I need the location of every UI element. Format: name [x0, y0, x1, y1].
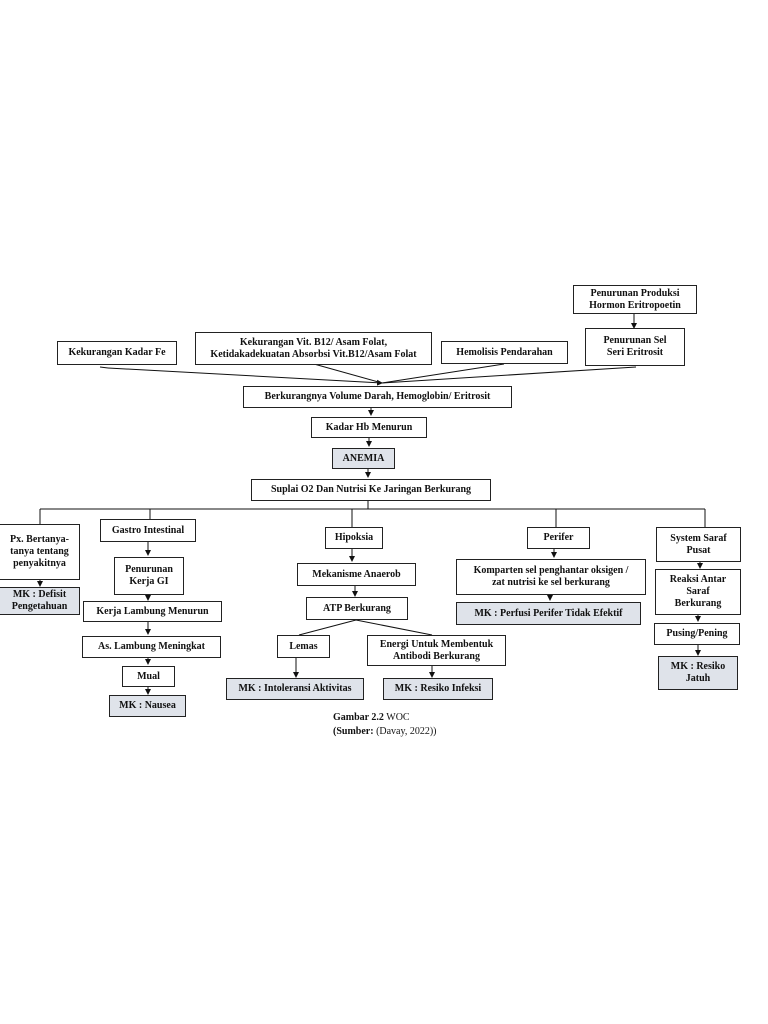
node-reaksi: Reaksi Antar Saraf Berkurang [655, 569, 741, 615]
node-penurunan-sel: Penurunan Sel Seri Eritrosit [585, 328, 685, 366]
node-mk-resiko-jatuh: MK : Resiko Jatuh [658, 656, 738, 690]
node-penurunan-produksi: Penurunan Produksi Hormon Eritropoetin [573, 285, 697, 314]
node-mekanisme: Mekanisme Anaerob [297, 563, 416, 586]
node-mk-resiko-infeksi: MK : Resiko Infeksi [383, 678, 493, 700]
atp-to-lemas [298, 619, 357, 636]
node-mual: Mual [122, 666, 175, 687]
caption-source: (Davay, 2022)) [373, 725, 437, 737]
caption-figure-number: Gambar 2.2 [333, 712, 384, 723]
node-penurunan-kerja-gi: Penurunan Kerja GI [114, 557, 184, 595]
line-fe [99, 366, 109, 369]
figure-caption: Gambar 2.2 WOC (Sumber: (Davay, 2022)) [333, 711, 437, 738]
node-kadar-hb: Kadar Hb Menurun [311, 417, 427, 438]
node-mk-defisit: MK : Defisit Pengetahuan [0, 587, 80, 615]
node-lemas: Lemas [277, 635, 330, 658]
node-perifer: Perifer [527, 527, 590, 549]
caption-source-label: (Sumber: [333, 725, 374, 737]
node-gastro: Gastro Intestinal [100, 519, 196, 542]
caption-line-1: Gambar 2.2 WOC [333, 711, 437, 725]
caption-figure-title: WOC [383, 712, 410, 723]
converge-right [381, 366, 637, 384]
node-as-lambung: As. Lambung Meningkat [82, 636, 221, 658]
node-kerja-lambung: Kerja Lambung Menurun [83, 601, 222, 622]
caption-line-2: (Sumber: (Davay, 2022)) [333, 725, 437, 739]
node-px-bertanya: Px. Bertanya- tanya tentang penyakitnya [0, 524, 80, 580]
node-berkurangnya-volume: Berkurangnya Volume Darah, Hemoglobin/ E… [243, 386, 512, 408]
node-pusing: Pusing/Pening [654, 623, 740, 645]
node-hemolisis: Hemolisis Pendarahan [441, 341, 568, 364]
node-suplai-o2: Suplai O2 Dan Nutrisi Ke Jaringan Berkur… [251, 479, 491, 501]
node-atp: ATP Berkurang [306, 597, 408, 620]
converge-hemolisis [381, 363, 505, 384]
node-komparten: Komparten sel penghantar oksigen / zat n… [456, 559, 646, 595]
node-mk-perfusi: MK : Perfusi Perifer Tidak Efektif [456, 602, 641, 625]
node-system-saraf: System Saraf Pusat [656, 527, 741, 562]
node-kekurangan-fe: Kekurangan Kadar Fe [57, 341, 177, 365]
node-mk-nausea: MK : Nausea [109, 695, 186, 717]
node-anemia: ANEMIA [332, 448, 395, 469]
converge-vit [313, 363, 383, 384]
atp-to-energi [355, 619, 433, 636]
converge-left [107, 367, 383, 386]
node-mk-intoleransi: MK : Intoleransi Aktivitas [226, 678, 364, 700]
node-energi: Energi Untuk Membentuk Antibodi Berkuran… [367, 635, 506, 666]
node-kekurangan-vit: Kekurangan Vit. B12/ Asam Folat, Ketidak… [195, 332, 432, 365]
node-hipoksia: Hipoksia [325, 527, 383, 549]
